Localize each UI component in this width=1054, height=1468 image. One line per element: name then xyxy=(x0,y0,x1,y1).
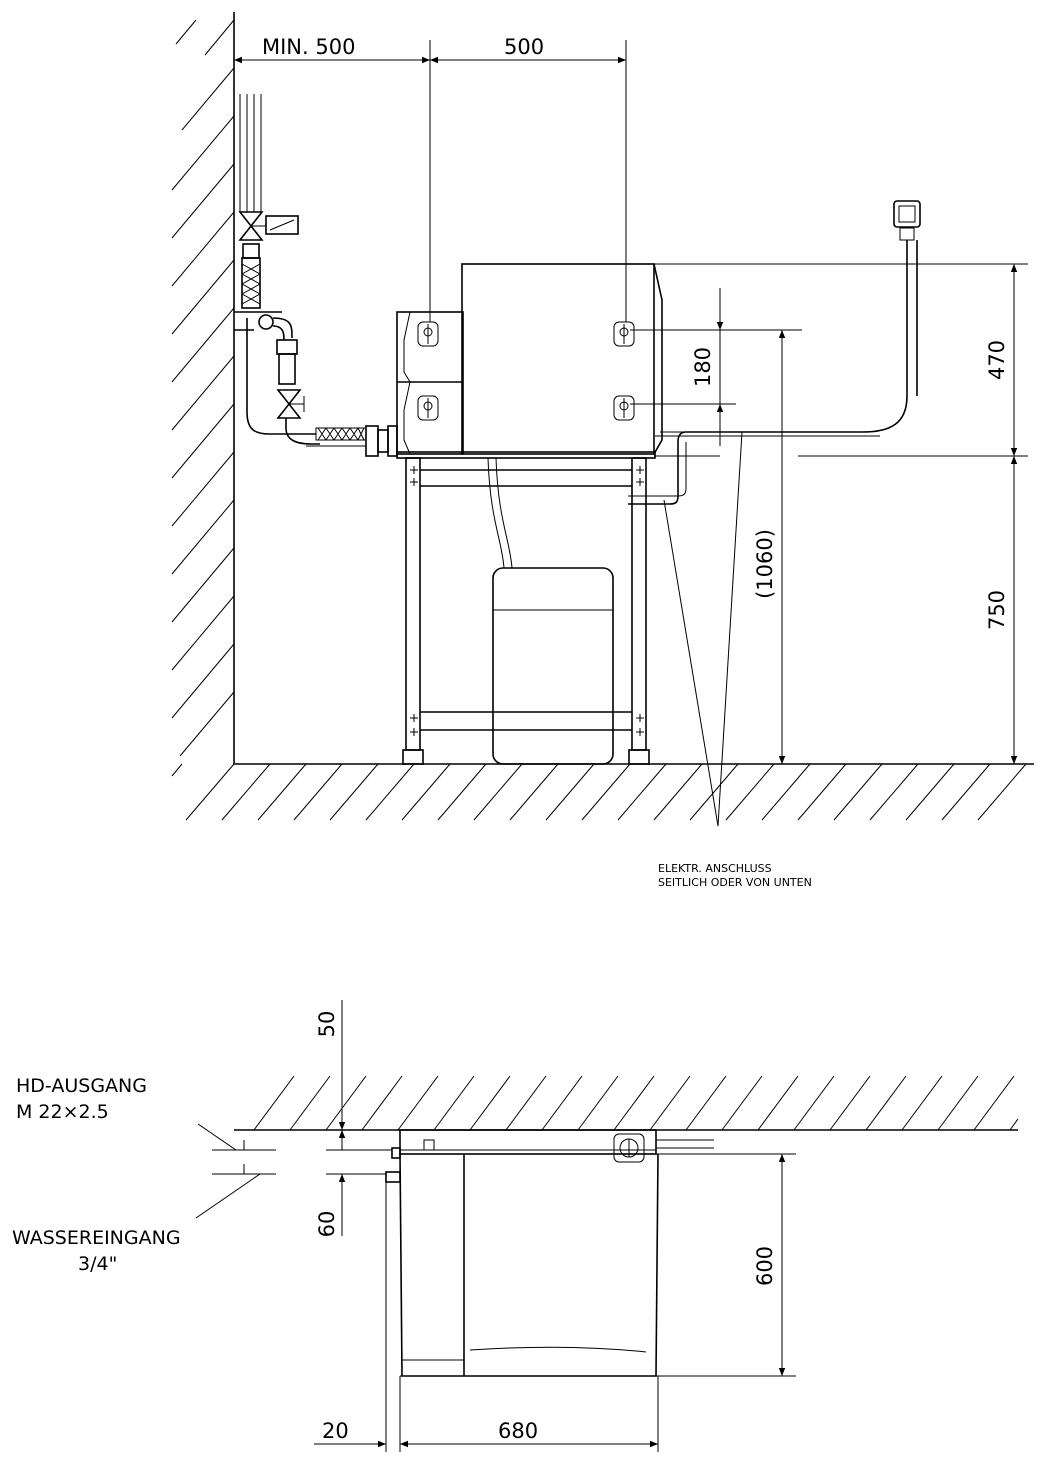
dim-height-stand: 750 xyxy=(985,590,1009,630)
top-wall xyxy=(234,1075,1019,1131)
label-inlet-line2: 3/4" xyxy=(78,1253,117,1275)
note-electrical-line2: SEITLICH ODER VON UNTEN xyxy=(658,876,812,889)
floor xyxy=(171,763,1034,821)
dim-length: 680 xyxy=(498,1419,538,1443)
dim-offset-top: 50 xyxy=(315,1011,339,1038)
dim-offset-inlet: 60 xyxy=(315,1211,339,1238)
note-electrical-line1: ELEKTR. ANSCHLUSS xyxy=(658,862,772,875)
keyhole-icon xyxy=(417,321,439,347)
dimension-arrows xyxy=(234,56,1018,764)
hose-reel-icon xyxy=(613,1133,645,1163)
top-connections xyxy=(195,1123,659,1452)
dim-depth: 600 xyxy=(753,1246,777,1286)
wall xyxy=(171,12,235,764)
keyhole-icon xyxy=(417,395,439,421)
dim-width: 500 xyxy=(504,35,544,59)
tap-icon xyxy=(258,314,274,330)
solenoid-valve-icon xyxy=(265,215,299,235)
electrical-connection xyxy=(628,200,921,827)
dim-hole-spacing: 180 xyxy=(691,347,715,387)
label-outlet-line1: HD-AUSGANG xyxy=(16,1075,147,1097)
dim-total-height: (1060) xyxy=(753,529,777,599)
label-outlet-line2: M 22×2.5 xyxy=(16,1101,109,1123)
socket-icon xyxy=(893,200,921,228)
stand xyxy=(402,457,650,765)
water-supply xyxy=(234,94,398,457)
top-wall-hatching xyxy=(253,1075,1019,1131)
stand-screws xyxy=(410,466,644,736)
machine-body xyxy=(396,263,663,459)
side-view: MIN. 500 500 470 750 (1060) 180 ELEKTR. … xyxy=(171,12,1034,889)
dim-wall-clearance: MIN. 500 xyxy=(262,35,355,59)
top-dimension-arrows xyxy=(314,1000,786,1448)
keyhole-icon xyxy=(613,395,635,421)
floor-hatching xyxy=(171,763,1027,821)
canister xyxy=(487,457,614,765)
wall-hatching xyxy=(171,19,235,757)
dim-offset-side: 20 xyxy=(322,1419,349,1443)
label-inlet-line1: WASSEREINGANG xyxy=(12,1227,181,1249)
dim-height-upper: 470 xyxy=(985,340,1009,380)
keyhole-icon xyxy=(613,321,635,347)
machine-top xyxy=(399,1129,796,1377)
extension-lines xyxy=(429,40,1028,457)
top-view: 50 60 600 20 680 HD-AUSGANG M 22×2.5 WAS… xyxy=(12,1000,1019,1452)
keyhole-mounts xyxy=(417,321,635,421)
